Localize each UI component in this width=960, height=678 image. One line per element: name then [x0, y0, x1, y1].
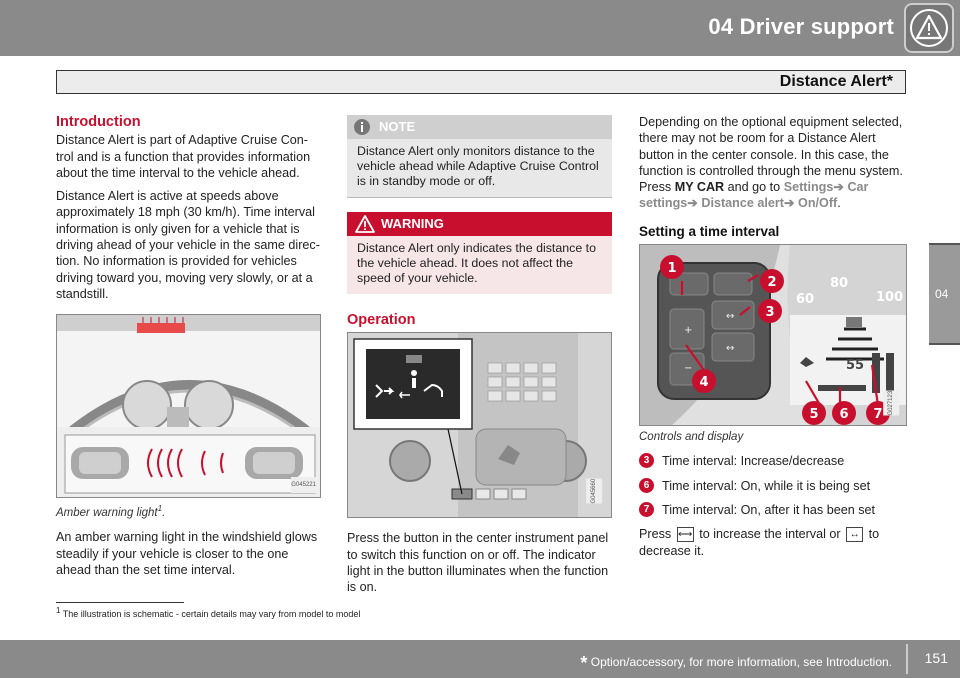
note-header: NOTE: [347, 115, 612, 139]
svg-text:80: 80: [830, 276, 848, 291]
note-body: Distance Alert only monitors distance to…: [357, 144, 599, 188]
figure-id: G045660: [586, 479, 603, 504]
legend-number: 6: [639, 477, 654, 493]
note-title: NOTE: [379, 119, 416, 134]
intro-paragraph-2: Distance Alert is active at speeds above…: [56, 189, 320, 301]
menu-path-distance-alert: Distance alert: [701, 196, 784, 211]
svg-text:+: +: [684, 325, 692, 336]
callout-6: 6: [839, 407, 848, 422]
footnote-rule: [56, 602, 184, 603]
callout-5: 5: [809, 407, 818, 422]
callout-1: 1: [667, 261, 676, 276]
operation-heading: Operation: [347, 312, 416, 328]
menu-path-on-off: On/Off: [798, 196, 838, 211]
arrow-right-icon: ➔: [833, 180, 844, 195]
column-time-interval: Depending on the optional equipment sele…: [639, 114, 907, 566]
svg-text:−: −: [684, 363, 692, 374]
page-number: 151: [924, 650, 948, 666]
callout-7: 7: [873, 407, 882, 422]
svg-text:100: 100: [876, 290, 903, 305]
center-console-illustration: [348, 333, 611, 518]
controls-display-illustration: + − ↔ ↔ 60 80 100 55: [640, 245, 906, 426]
dashboard-illustration: [57, 315, 320, 498]
footnote: 1 The illustration is schematic - certai…: [56, 606, 361, 619]
menu-path-paragraph: Depending on the optional equipment sele…: [639, 115, 903, 211]
header-band: [0, 0, 960, 56]
time-interval-heading: Setting a time interval: [639, 223, 780, 239]
section-title: Distance Alert*: [779, 73, 893, 90]
footer-note: * Option/accessory, for more information…: [580, 653, 892, 673]
intro-heading: Introduction: [56, 114, 141, 130]
warning-body: Distance Alert only indicates the distan…: [357, 241, 596, 285]
center-console-figure: G045660: [347, 332, 612, 519]
svg-text:↔: ↔: [726, 343, 734, 354]
legend-text: Time interval: On, after it has been set: [662, 502, 876, 517]
chapter-side-tab[interactable]: 04: [929, 243, 960, 345]
intro-paragraph-3: An amber warning light in the windshield…: [56, 530, 318, 577]
interval-paragraph: Press ⟷ to increase the interval or ↔ to…: [639, 527, 880, 558]
legend-item: 3 Time interval: Increase/decrease: [639, 453, 907, 469]
warning-header: WARNING: [347, 212, 612, 236]
figure-caption: Amber warning light1.: [56, 504, 166, 520]
operation-paragraph: Press the button in the center instrumen…: [347, 531, 609, 595]
warning-triangle-icon: [904, 3, 954, 53]
callout-4: 4: [699, 375, 708, 390]
warning-title: WARNING: [381, 216, 444, 231]
interval-decrease-icon: ↔: [846, 527, 864, 543]
legend-item: 6 Time interval: On, while it is being s…: [639, 477, 907, 494]
intro-paragraph-1: Distance Alert is part of Adaptive Cruis…: [56, 133, 311, 180]
legend-number: 3: [639, 453, 654, 469]
legend-number: 7: [639, 501, 654, 517]
page-separator: [906, 644, 908, 674]
column-introduction: Introduction Distance Alert is part of A…: [56, 114, 321, 585]
figure-id: G027123: [883, 390, 900, 416]
interval-increase-icon: ⟷: [676, 527, 694, 543]
figure-caption: Controls and display: [639, 431, 744, 444]
svg-text:55: 55: [846, 358, 864, 373]
controls-display-figure: + − ↔ ↔ 60 80 100 55: [639, 244, 907, 427]
svg-text:60: 60: [796, 292, 814, 307]
warning-box: WARNING Distance Alert only indicates th…: [347, 212, 612, 294]
warning-icon: [355, 215, 375, 233]
menu-path-settings: Settings: [783, 180, 834, 195]
note-box: NOTE Distance Alert only monitors distan…: [347, 115, 612, 198]
legend-text: Time interval: Increase/decrease: [662, 454, 845, 469]
callout-2: 2: [767, 275, 776, 290]
arrow-right-icon: ➔: [687, 196, 698, 211]
legend-item: 7 Time interval: On, after it has been s…: [639, 501, 907, 518]
footer-band: * Option/accessory, for more information…: [0, 640, 960, 678]
my-car-label: MY CAR: [674, 180, 725, 195]
section-bar: Distance Alert*: [56, 70, 906, 94]
info-icon: [354, 119, 370, 135]
legend-text: Time interval: On, while it is being set: [662, 478, 871, 493]
arrow-right-icon: ➔: [783, 196, 795, 211]
side-tab-label: 04: [935, 287, 949, 301]
svg-text:↔: ↔: [726, 311, 734, 322]
chapter-title: 04 Driver support: [708, 14, 894, 39]
callout-3: 3: [765, 305, 774, 320]
menu-path-car-settings: Car settings: [639, 180, 869, 211]
column-operation: NOTE Distance Alert only monitors distan…: [347, 114, 612, 602]
figure-id: G045221: [291, 476, 316, 494]
amber-warning-figure: G045221: [56, 314, 321, 499]
